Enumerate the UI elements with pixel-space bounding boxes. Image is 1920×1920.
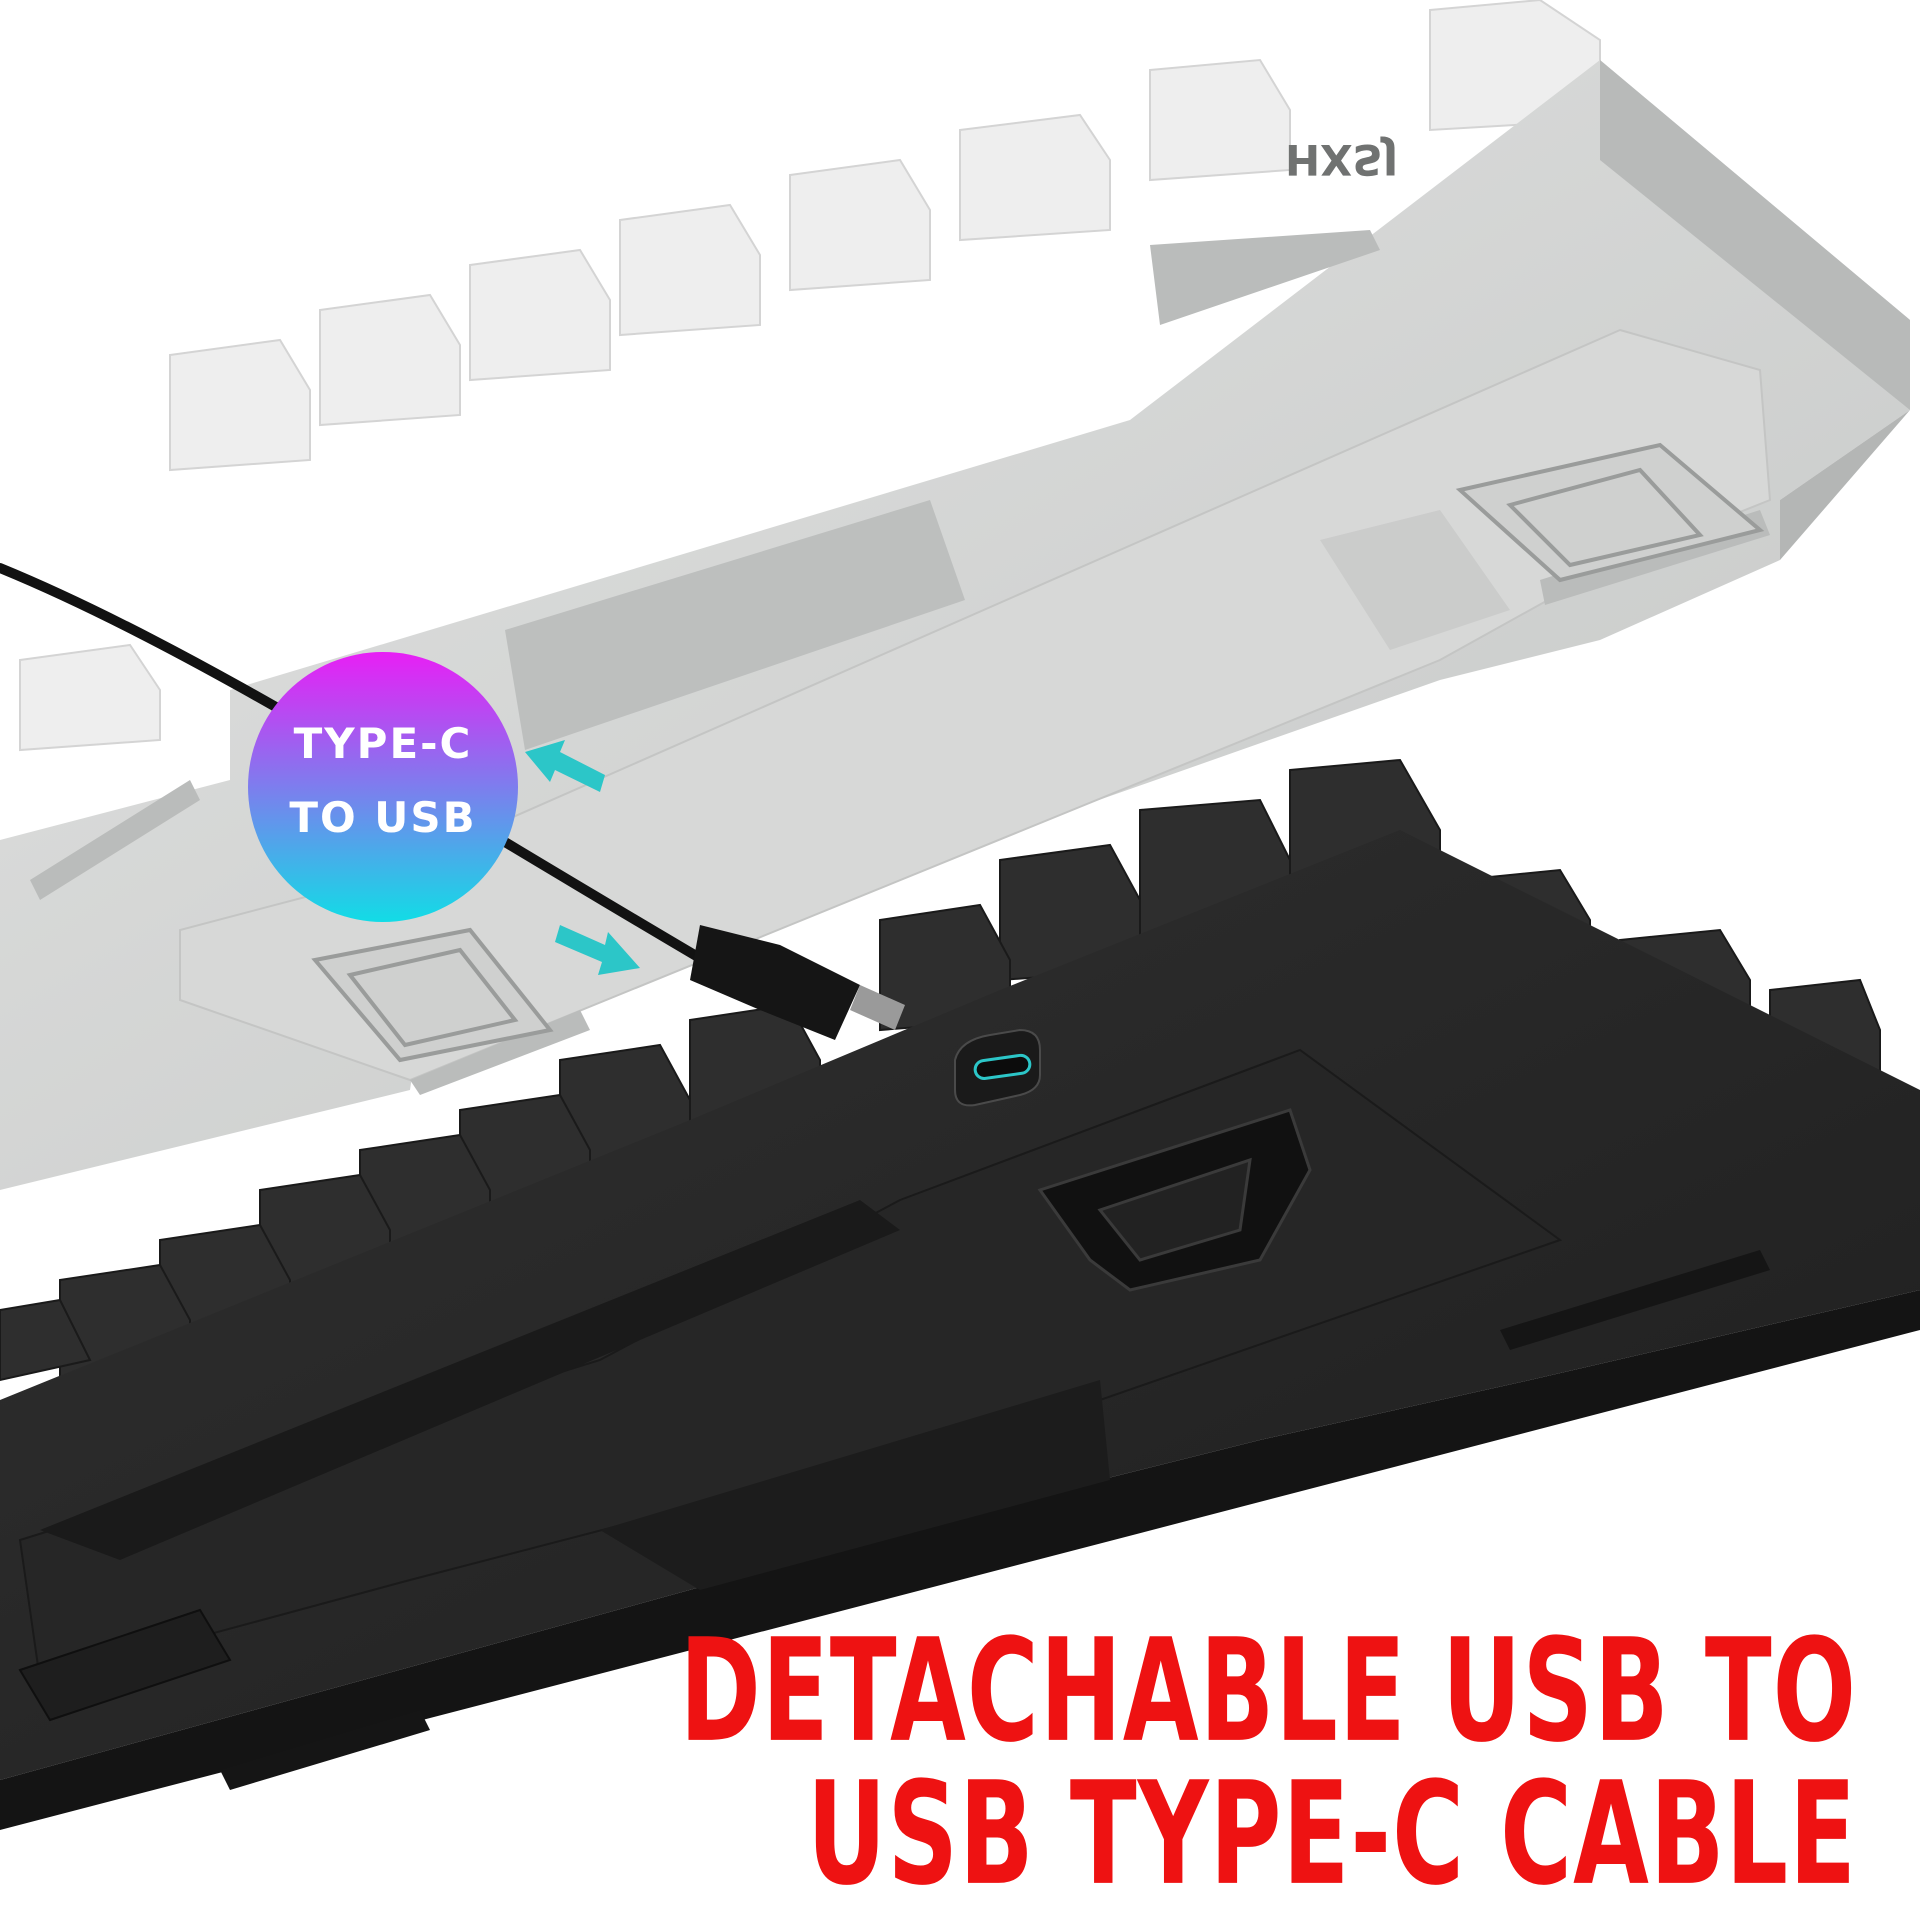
arrow-out-icon [525, 740, 605, 792]
white-keycaps-top [19, 0, 1601, 752]
usb-c-port [954, 1028, 1041, 1107]
white-kickstand-right [1455, 442, 1765, 583]
white-keyboard: HXSJ [0, 0, 1910, 1190]
brand-logo-text: HXSJ [1285, 135, 1398, 184]
usb-c-plug [690, 925, 860, 1040]
black-kickstand [1037, 1108, 1312, 1292]
brand-logo: HXSJ [1285, 135, 1398, 184]
black-rubber-feet [220, 1250, 1770, 1790]
insert-arrows [525, 740, 640, 975]
arrow-in-icon [555, 925, 640, 975]
type-c-badge [248, 652, 518, 922]
black-keyboard [0, 758, 1920, 1830]
white-kickstand-left [311, 927, 554, 1063]
badge-line-2: TO USB [289, 793, 477, 842]
headline-line-2: USB TYPE-C CABLE [806, 1752, 1857, 1918]
badge-line-1: TYPE-C [293, 719, 473, 768]
headline-line-1: DETACHABLE USB TO [679, 1609, 1857, 1775]
white-inner-panel [179, 328, 1772, 1082]
